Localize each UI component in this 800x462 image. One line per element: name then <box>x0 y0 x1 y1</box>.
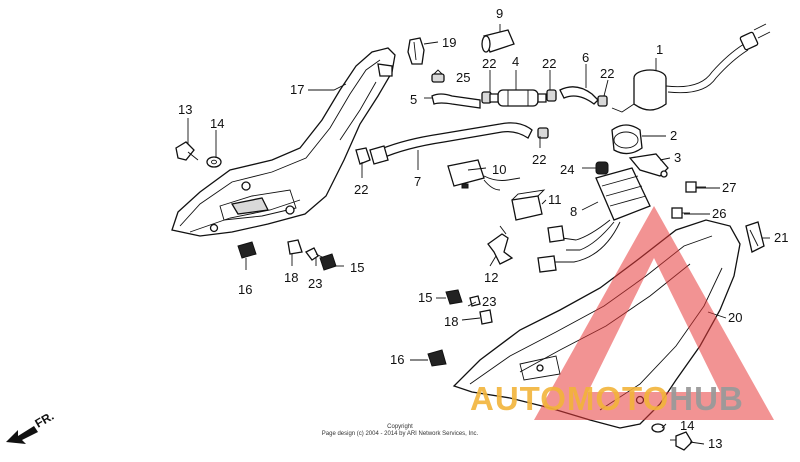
callout-3: 3 <box>674 150 681 165</box>
callout-1: 1 <box>656 42 663 57</box>
callout-18: 18 <box>284 270 298 285</box>
watermark-text-a: AUTOMOTO <box>470 380 670 417</box>
callout-13: 13 <box>178 102 192 117</box>
leader-lines <box>187 24 770 445</box>
callout-22: 22 <box>354 182 368 197</box>
part-19-grommet <box>407 37 425 65</box>
part-5-hose <box>431 93 481 109</box>
part-18-collar-mid <box>479 309 493 325</box>
callout-21: 21 <box>774 230 788 245</box>
callout-2: 2 <box>670 128 677 143</box>
callout-8: 8 <box>570 204 577 219</box>
callout-20: 20 <box>728 310 742 325</box>
watermark-text-b: HUB <box>669 380 744 417</box>
part-23-screw-left <box>305 247 325 261</box>
part-6-hose <box>559 86 599 105</box>
part-27-bolt <box>685 181 706 193</box>
part-13-bolt-left <box>175 141 199 161</box>
callout-22: 22 <box>542 56 556 71</box>
part-9-cap <box>481 29 515 53</box>
part-13-bolt-right <box>670 431 693 451</box>
front-direction-indicator: FR. <box>6 409 57 444</box>
part-16-grommet-left <box>237 241 257 259</box>
callout-16: 16 <box>390 352 404 367</box>
callout-15: 15 <box>418 290 432 305</box>
part-18-collar-left <box>287 239 303 255</box>
callout-10: 10 <box>492 162 506 177</box>
part-16-grommet-mid <box>427 349 447 367</box>
part-3-bracket <box>628 153 669 178</box>
part-14-washer-right <box>651 423 665 433</box>
part-22-clamp-c <box>597 95 608 107</box>
part-8-regulator <box>537 167 651 273</box>
watermark-triangle <box>534 206 774 420</box>
watermark-logo: AUTOMOTOHUB <box>470 380 744 418</box>
part-22-clamp-e <box>355 147 371 165</box>
callout-13: 13 <box>708 436 722 451</box>
callout-9: 9 <box>496 6 503 21</box>
callout-12: 12 <box>484 270 498 285</box>
part-21-grommet <box>745 221 765 253</box>
part-24-cushion <box>595 161 609 175</box>
part-22-clamp-d <box>537 127 549 139</box>
callout-14: 14 <box>680 418 694 433</box>
callout-25: 25 <box>456 70 470 85</box>
part-15-nut-left <box>319 253 337 271</box>
callout-26: 26 <box>712 206 726 221</box>
callout-15: 15 <box>350 260 364 275</box>
callout-labels: 13 14 17 16 18 23 15 19 9 25 22 4 22 6 2… <box>178 6 788 451</box>
callout-17: 17 <box>290 82 304 97</box>
front-arrow-icon <box>6 426 38 444</box>
part-26-bolt <box>671 207 690 219</box>
callout-27: 27 <box>722 180 736 195</box>
part-15-nut-mid <box>445 289 463 305</box>
callout-22: 22 <box>482 56 496 71</box>
part-10-relay <box>447 159 521 191</box>
callout-18: 18 <box>444 314 458 329</box>
part-7-hose <box>369 122 533 165</box>
callout-5: 5 <box>410 92 417 107</box>
part-4-filter <box>489 89 547 107</box>
callout-23: 23 <box>482 294 496 309</box>
callout-4: 4 <box>512 54 519 69</box>
part-11-unit <box>511 189 546 221</box>
front-label: FR. <box>33 409 57 431</box>
callout-11: 11 <box>548 192 562 207</box>
callout-7: 7 <box>414 174 421 189</box>
callout-22: 22 <box>532 152 546 167</box>
copyright-line-1: Copyright <box>387 424 413 430</box>
part-12-bracket <box>487 225 514 265</box>
callout-19: 19 <box>442 35 456 50</box>
part-1-fuel-pump <box>611 23 771 113</box>
part-22-clamp-b <box>546 89 557 102</box>
callout-6: 6 <box>582 50 589 65</box>
callout-14: 14 <box>210 116 224 131</box>
callout-22: 22 <box>600 66 614 81</box>
part-14-washer-left <box>206 156 222 168</box>
copyright-line-2: Page design (c) 2004 - 2014 by ARI Netwo… <box>321 431 479 437</box>
copyright-notice: Copyright Page design (c) 2004 - 2014 by… <box>300 424 500 438</box>
callout-16: 16 <box>238 282 252 297</box>
callout-24: 24 <box>560 162 574 177</box>
part-2-band <box>611 124 643 155</box>
callout-23: 23 <box>308 276 322 291</box>
part-25-clip <box>431 69 445 83</box>
part-17-side-cover <box>171 47 396 237</box>
